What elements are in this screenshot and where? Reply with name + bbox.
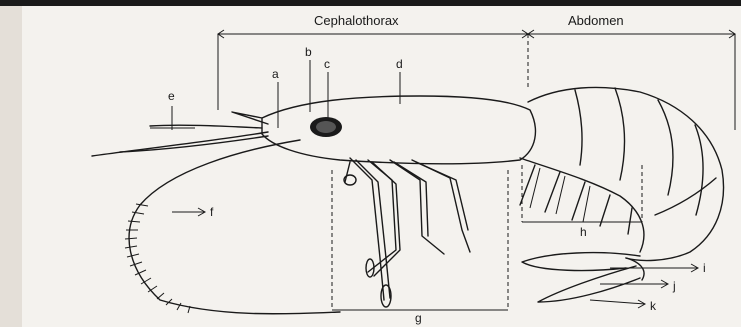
label-e: e bbox=[168, 89, 175, 103]
page-edge-shadow bbox=[0, 0, 22, 327]
label-h: h bbox=[580, 225, 587, 239]
pleopod-measure-box bbox=[522, 165, 642, 222]
tail-fan bbox=[522, 253, 644, 302]
cephalothorax-label: Cephalothorax bbox=[314, 13, 399, 28]
pereiopods bbox=[344, 158, 470, 307]
label-f: f bbox=[210, 205, 214, 219]
label-i: i bbox=[703, 261, 706, 275]
label-j: j bbox=[672, 279, 676, 293]
abdomen-bracket bbox=[528, 30, 735, 130]
abdomen-label: Abdomen bbox=[568, 13, 624, 28]
label-d: d bbox=[396, 57, 403, 71]
label-a: a bbox=[272, 67, 279, 81]
label-c: c bbox=[324, 57, 330, 71]
label-g: g bbox=[415, 311, 422, 325]
pointer-lines bbox=[150, 60, 698, 308]
pleopods bbox=[520, 165, 632, 234]
label-b: b bbox=[305, 45, 312, 59]
top-rule bbox=[0, 0, 741, 6]
eye bbox=[310, 117, 342, 137]
abdomen-segments bbox=[520, 87, 724, 260]
antennal-flagellum-fan bbox=[125, 140, 340, 314]
label-k: k bbox=[650, 299, 657, 313]
antennae bbox=[92, 125, 268, 156]
